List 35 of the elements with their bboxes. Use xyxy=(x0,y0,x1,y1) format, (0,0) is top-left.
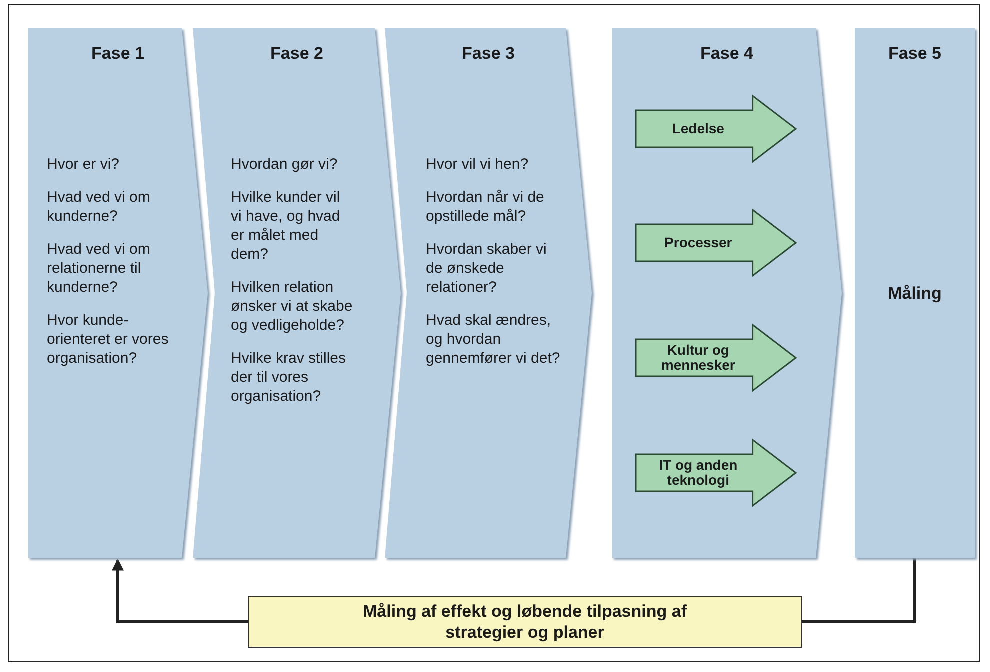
arrow-label: Ledelse xyxy=(671,122,726,136)
arrow-label: Processer xyxy=(664,236,734,250)
question-text: Hvilke krav stilles der til vores organisation? xyxy=(231,349,348,406)
block-arrow xyxy=(636,210,796,276)
phase-column xyxy=(612,28,842,558)
block-arrow xyxy=(636,325,796,391)
question-text: Hvordan når vi de opstillede mål? xyxy=(426,188,546,226)
question-text: Hvad skal ændres, og hvordan gennemfører vi det? xyxy=(426,311,561,368)
phase-panel xyxy=(855,28,975,558)
phase-heading: Fase 2 xyxy=(270,44,324,64)
phase-heading: Fase 5 xyxy=(888,44,942,64)
block-arrow xyxy=(636,96,796,162)
question-text: Hvordan skaber vi de ønskede relationer? xyxy=(426,240,548,297)
question-text: Hvor kunde-orienteret er vores organisation? xyxy=(47,311,170,368)
note-text: Måling af effekt og løbende tilpasning af strategier og planer xyxy=(362,601,688,643)
connector-line xyxy=(802,558,916,624)
arrow-label: IT og anden teknologi xyxy=(658,458,739,488)
phase-heading: Fase 1 xyxy=(90,44,146,64)
question-text: Hvordan gør vi? xyxy=(231,155,339,174)
phase-column xyxy=(28,28,208,558)
question-text: Hvad ved vi om kunderne? xyxy=(47,188,152,226)
question-text: Hvilke kunder vil vi have, og hvad er målet med dem? xyxy=(231,188,342,264)
arrow-label: Kultur og mennesker xyxy=(660,343,736,373)
phase-heading: Fase 3 xyxy=(461,44,516,64)
question-text: Hvilken relation ønsker vi at skabe og vedligeholde? xyxy=(231,278,353,335)
note-box xyxy=(248,596,802,648)
phase-column xyxy=(193,28,401,558)
question-text: Hvor er vi? xyxy=(47,155,121,174)
phase-column xyxy=(385,28,592,558)
question-text: Hvad ved vi om relationerne til kunderne? xyxy=(47,240,152,297)
phase-heading: Fase 4 xyxy=(700,44,754,64)
connector-arrow xyxy=(112,558,248,624)
block-arrow xyxy=(636,440,796,506)
phase-text: Måling xyxy=(887,284,943,304)
question-text: Hvor vil vi hen? xyxy=(426,155,530,174)
